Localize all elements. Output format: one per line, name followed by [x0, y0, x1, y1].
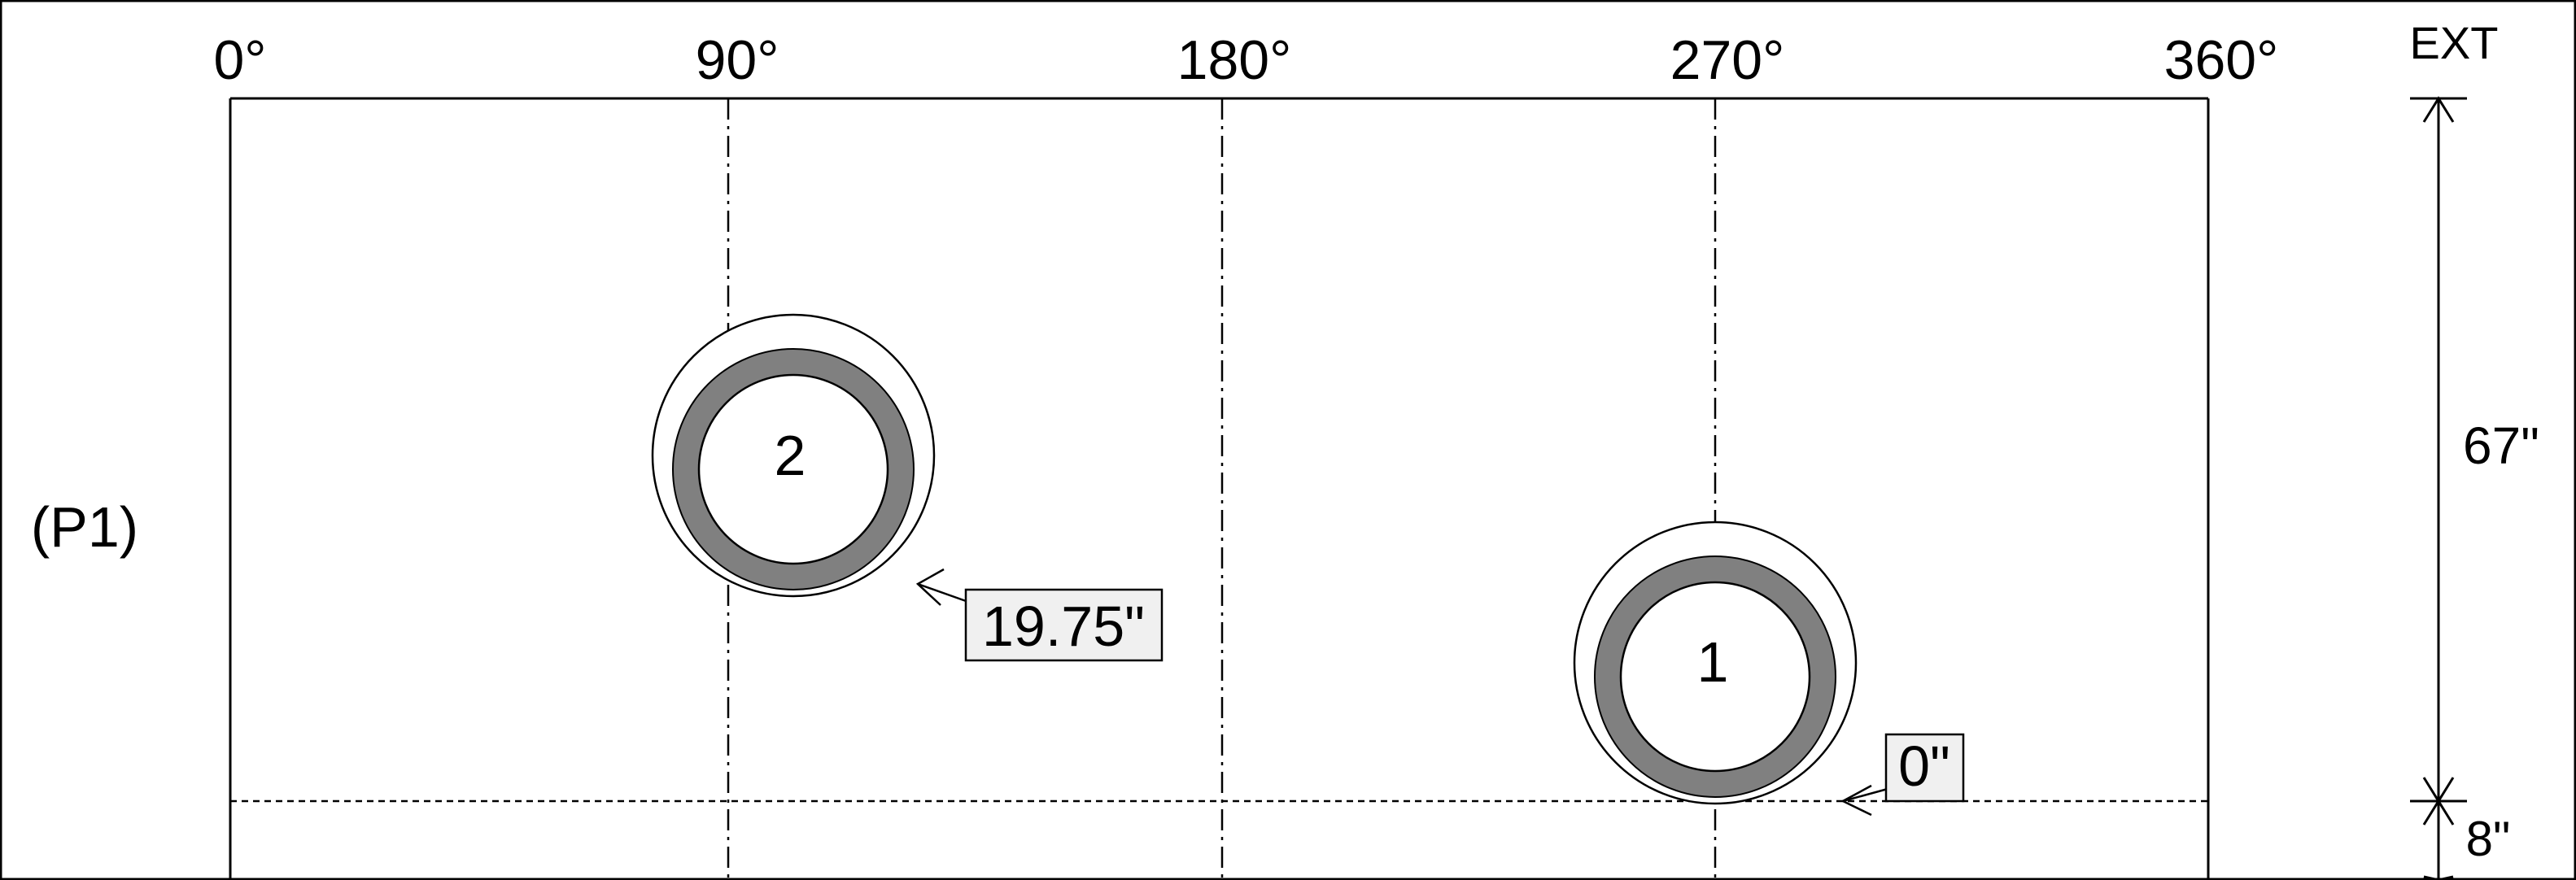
dimension-label-8: 8"	[2466, 812, 2511, 866]
nozzle-1-ring	[1595, 556, 1836, 797]
angle-label-270: 270°	[1670, 29, 1785, 91]
vertical-dimension	[2410, 96, 2467, 880]
nozzle-1-callout-value: 0"	[1898, 734, 1950, 798]
nozzle-1-callout	[1840, 733, 1965, 817]
angle-label-0: 0°	[213, 29, 266, 91]
nozzle-2-outer-edge	[672, 348, 915, 590]
nozzle-1-callout-box	[1884, 733, 1965, 803]
nozzle-2-bore	[697, 373, 889, 565]
dimension-label-67: 67"	[2463, 416, 2539, 475]
nozzle-1-outer-edge	[1594, 555, 1836, 798]
angle-label-90: 90°	[696, 29, 779, 91]
angle-label-180: 180°	[1177, 29, 1292, 91]
row-label: (P1)	[31, 495, 138, 559]
nozzle-2-callout	[915, 568, 1164, 662]
nozzle-1-id: 1	[1697, 630, 1729, 694]
nozzle-2	[651, 313, 936, 598]
angle-label-360: 360°	[2164, 29, 2279, 91]
nozzle-2-id: 2	[775, 424, 806, 487]
nozzle-2-callout-value: 19.75"	[982, 595, 1145, 658]
nozzle-2-ring	[673, 349, 914, 590]
nozzle-2-callout-box	[964, 588, 1164, 662]
nozzle-1	[1573, 521, 1858, 805]
side-header: EXT	[2410, 17, 2499, 68]
nozzle-1-bore	[1619, 581, 1811, 773]
